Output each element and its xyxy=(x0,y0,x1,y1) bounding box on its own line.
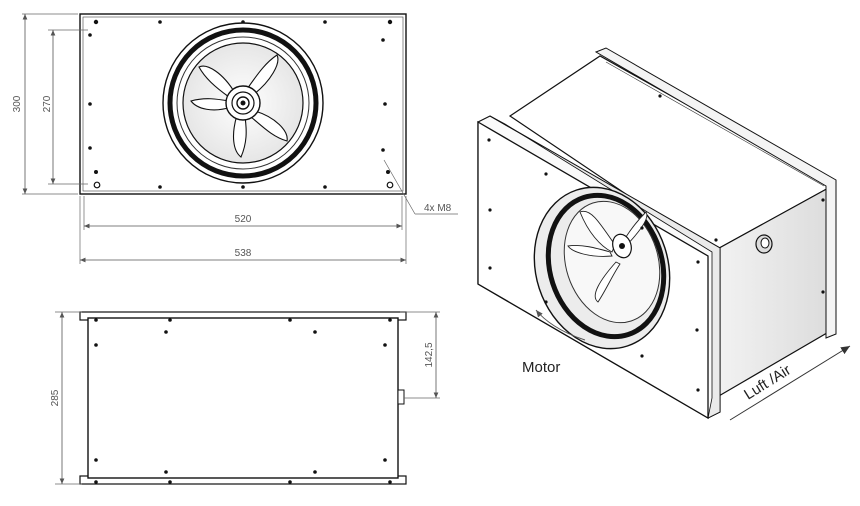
cable-gland xyxy=(755,234,773,254)
dim-538: 538 xyxy=(235,248,252,259)
front-dimensions xyxy=(22,13,458,264)
fan-opening xyxy=(533,186,671,350)
side-dimensions xyxy=(55,311,440,485)
fan-front xyxy=(162,22,324,184)
isometric-view xyxy=(477,47,851,421)
side-panel xyxy=(87,317,399,479)
front-view: 300 270 520 538 4x M8 xyxy=(12,13,458,264)
dim-270: 270 xyxy=(42,95,53,112)
dim-520: 520 xyxy=(235,214,252,225)
airflow-arrow xyxy=(729,345,851,421)
dim-142-5: 142,5 xyxy=(424,342,435,367)
dim-bolt-note: 4x M8 xyxy=(424,203,452,214)
plate-holes xyxy=(88,19,394,189)
motor-rotation-arrow xyxy=(535,309,586,341)
side-holes xyxy=(94,318,392,484)
dim-300: 300 xyxy=(12,95,23,112)
iso-holes xyxy=(487,94,825,392)
dim-285: 285 xyxy=(50,389,61,406)
motor-label: Motor xyxy=(522,359,560,376)
side-view: 285 142,5 xyxy=(50,311,440,485)
